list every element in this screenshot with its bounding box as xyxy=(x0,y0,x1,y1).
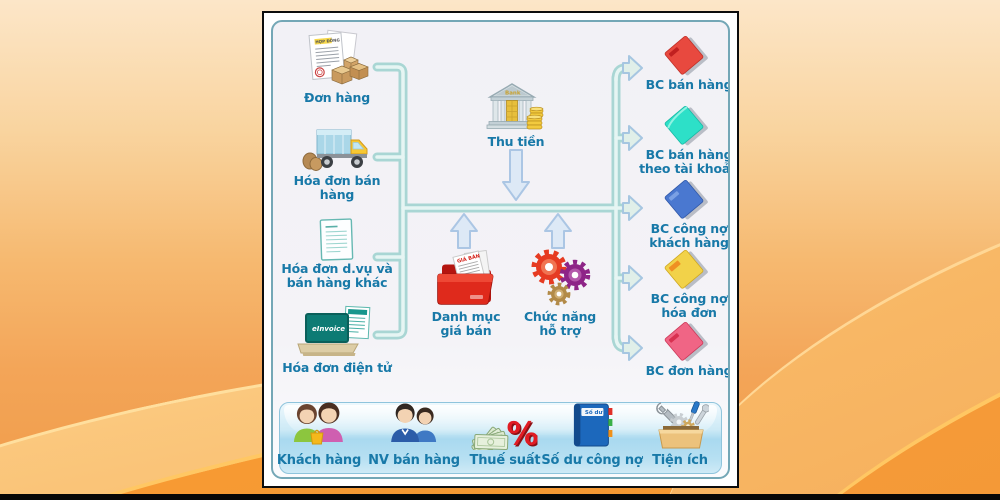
bank-coins-icon: Bank xyxy=(486,83,544,130)
band-item-label: NV bán hàng xyxy=(368,453,460,469)
toolbox-icon xyxy=(656,401,711,449)
node-label: Hóa đơn điện tử xyxy=(282,360,392,375)
band-item-nv-ban-hang[interactable]: NV bán hàng xyxy=(368,402,460,469)
node-hoa-don-dien-tu[interactable]: eInvoice Hóa đơn điện tử xyxy=(277,305,397,375)
bank-sign-text: Bank xyxy=(505,91,521,97)
node-bc-don-hang[interactable]: BC đơn hàng xyxy=(629,318,730,378)
down-arrow-thu-tien xyxy=(502,149,530,201)
app-panel: HỢP ĐỒNG Đơn hàng xyxy=(262,11,739,488)
report-book-cyan-icon xyxy=(664,105,708,146)
node-hoa-don-ban-hang[interactable]: Hóa đơn bán hàng xyxy=(277,124,397,202)
band-item-label: Khách hàng xyxy=(276,453,362,469)
bottom-black-bar xyxy=(0,494,1000,500)
band-item-khach-hang[interactable]: Khách hàng xyxy=(277,402,361,469)
price-list-folder-icon: GIÁ BÁN xyxy=(437,250,494,305)
band-item-so-du-cong-no[interactable]: Số dư Số dư công nợ xyxy=(541,402,643,469)
up-arrow-danh-muc xyxy=(450,213,478,249)
node-label: BC bán hàng xyxy=(645,77,730,92)
balance-label-text: Số dư xyxy=(585,410,604,417)
customers-icon xyxy=(294,402,343,445)
node-bc-ban-hang[interactable]: BC bán hàng xyxy=(629,32,730,92)
report-book-yellow-icon xyxy=(664,249,708,290)
node-label: Thu tiền xyxy=(487,134,545,149)
contract-title-text: HỢP ĐỒNG xyxy=(315,37,340,44)
band-item-label: Số dư công nợ xyxy=(541,453,643,469)
gears-icon xyxy=(531,249,591,306)
node-label: Hóa đơn bán hàng xyxy=(293,173,381,203)
sales-staff-icon xyxy=(391,403,436,443)
order-contract-icon: HỢP ĐỒNG xyxy=(308,29,369,85)
node-thu-tien[interactable]: Bank xyxy=(456,79,576,149)
report-book-blue-icon xyxy=(664,179,708,220)
node-label: Đơn hàng xyxy=(304,90,370,105)
bottom-toolbar-band: Khách hàng NV bán hàng xyxy=(277,400,722,474)
flow-diagram-board: HỢP ĐỒNG Đơn hàng xyxy=(271,20,730,479)
service-invoice-icon xyxy=(319,218,354,261)
report-book-red-icon xyxy=(664,35,708,76)
tax-rate-icon: % % xyxy=(471,415,541,462)
band-item-label: Tiện ích xyxy=(652,453,708,469)
report-book-pink-icon xyxy=(664,321,708,362)
node-don-hang[interactable]: HỢP ĐỒNG Đơn hàng xyxy=(277,29,397,105)
band-item-tien-ich[interactable]: Tiện ích xyxy=(651,400,711,469)
band-item-thue-suat[interactable]: % % Thuế suất xyxy=(470,402,541,469)
band-item-label: Thuế suất xyxy=(469,453,541,469)
delivery-truck-icon xyxy=(302,129,368,171)
einvoice-laptop-icon: eInvoice xyxy=(297,305,371,356)
percent-text: % xyxy=(507,415,538,451)
einvoice-screen-text: eInvoice xyxy=(312,325,345,333)
node-label: BC đơn hàng xyxy=(645,363,730,378)
up-arrow-chuc-nang xyxy=(544,213,572,249)
balance-book-icon: Số dư xyxy=(573,403,612,447)
